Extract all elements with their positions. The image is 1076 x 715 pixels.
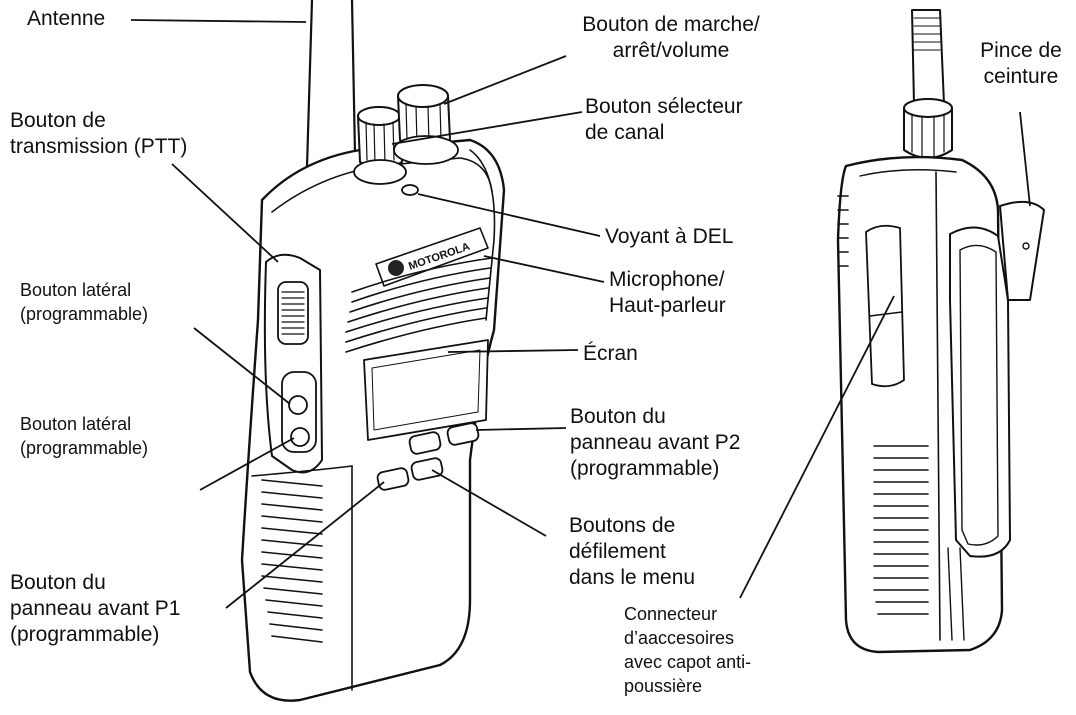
leader-selecteur xyxy=(391,111,583,145)
label-connecteur: Connecteur d’aaccesoires avec capot anti… xyxy=(624,604,752,696)
side-radio xyxy=(836,9,1045,654)
leader-microphone xyxy=(483,255,605,283)
side-button-2 xyxy=(290,427,310,447)
leader-lateral-1 xyxy=(193,327,291,405)
leader-antenne xyxy=(130,19,307,23)
label-selecteur-canal: Bouton sélecteur de canal xyxy=(585,95,743,144)
label-microphone: Microphone/ Haut-parleur xyxy=(609,268,726,317)
label-ecran: Écran xyxy=(583,342,638,365)
leader-ecran xyxy=(447,349,579,353)
leader-pince xyxy=(1019,111,1031,207)
leader-voyant xyxy=(417,193,601,237)
label-p2: Bouton du panneau avant P2 (programmable… xyxy=(570,405,741,480)
label-lateral-2: Bouton latéral (programmable) xyxy=(20,414,149,458)
label-lateral-1: Bouton latéral (programmable) xyxy=(20,280,149,324)
label-antenne: Antenne xyxy=(27,7,106,30)
logo-plate xyxy=(375,227,489,287)
button-p2 xyxy=(446,422,480,446)
display xyxy=(363,339,489,441)
label-pince: Pince de ceinture xyxy=(980,39,1062,88)
accessory-cover xyxy=(865,224,905,388)
side-button-1 xyxy=(288,395,308,415)
leader-defilement xyxy=(431,469,547,537)
label-marche-volume: Bouton de marche/ arrêt/volume xyxy=(582,13,760,62)
led xyxy=(401,184,419,196)
leader-lines xyxy=(130,19,1031,609)
label-p1: Bouton du panneau avant P1 (programmable… xyxy=(10,571,181,646)
leader-p1 xyxy=(225,481,385,609)
label-voyant-del: Voyant à DEL xyxy=(605,225,734,248)
label-defilement: Boutons de défilement dans le menu xyxy=(569,514,696,589)
leader-lateral-2 xyxy=(199,437,295,491)
leader-connecteur xyxy=(739,295,895,599)
button-p1 xyxy=(376,467,410,491)
front-radio: MOTOROLA xyxy=(240,0,506,702)
label-ptt: Bouton de transmission (PTT) xyxy=(10,109,188,158)
leader-ptt xyxy=(171,163,279,263)
leader-p2 xyxy=(475,427,567,431)
side-antenna xyxy=(911,9,945,105)
leader-marche-volume xyxy=(443,55,567,105)
speaker-grille xyxy=(345,257,493,353)
belt-clip xyxy=(949,226,1011,558)
